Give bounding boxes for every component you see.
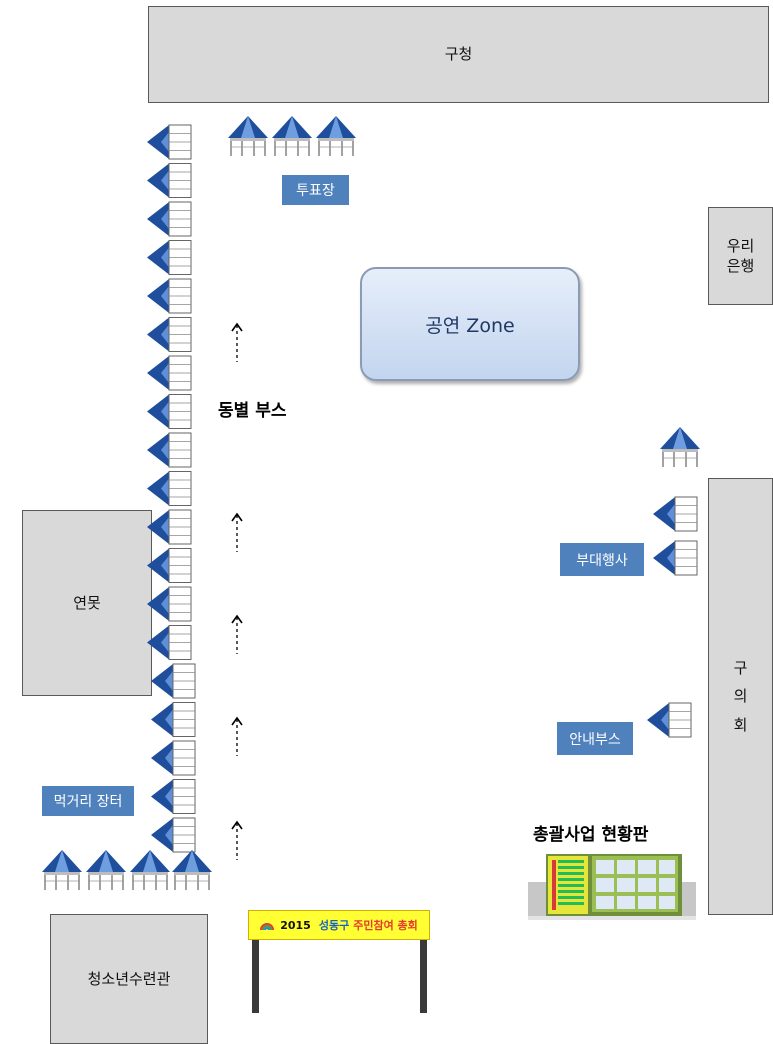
booth-tent-icon [147,586,192,622]
booth-tent-icon [647,702,692,738]
booth-tent-icon [653,540,698,576]
booth-tent-icon [147,240,192,275]
status-board-icon [528,854,696,920]
canopy-tent-icon [272,116,312,156]
booth-tent-icon [151,663,196,699]
canopy-tent-icon [42,850,82,890]
building-pond-label: 연못 [73,593,101,612]
walkway-arrow-icon [231,614,243,654]
building-youth-center-label: 청소년수련관 [87,969,171,988]
dong-booths-label: 동별 부스 [218,401,287,421]
walkway-arrow-icon [231,716,243,756]
building-district-office: 구청 [148,6,769,103]
side-events-tag: 부대행사 [560,543,644,576]
voting-tag: 투표장 [282,175,349,205]
booth-tent-icon [147,201,192,237]
booth-tent-icon [147,317,192,352]
booth-tent-icon [147,471,192,506]
banner-post-right [420,940,427,1013]
info-booth-tag: 안내부스 [557,722,633,755]
booth-tent-icon [151,702,196,737]
walkway-arrow-icon [231,322,243,362]
booth-tent-icon [147,394,192,429]
building-district-office-label: 구청 [444,45,473,64]
food-market-tag-label: 먹거리 장터 [53,794,123,810]
booth-tent-icon [147,625,192,660]
walkway-arrow-icon [231,512,243,552]
canopy-tent-icon [86,850,126,890]
building-woori-bank: 우리 은행 [708,207,773,305]
performance-zone: 공연 Zone [360,267,580,381]
performance-zone-label: 공연 Zone [425,314,515,337]
side-events-tag-label: 부대행사 [576,552,628,569]
booth-tent-icon [147,124,192,160]
building-youth-center: 청소년수련관 [50,914,208,1044]
info-booth-tag-label: 안내부스 [569,731,621,748]
booth-tent-icon [151,779,196,814]
booth-tent-icon [147,355,192,391]
booth-tent-icon [151,817,196,853]
booth-tent-icon [147,278,192,314]
banner-post-left [252,940,259,1013]
entrance-banner: 2015 성동구 주민참여 총회 [248,910,430,940]
canopy-tent-icon [130,850,170,890]
canopy-tent-icon [228,116,268,156]
booth-tent-icon [147,163,192,198]
building-pond: 연못 [22,510,152,696]
canopy-tent-icon [660,427,700,467]
booth-tent-icon [147,509,192,545]
banner-event: 주민참여 총회 [353,919,418,932]
banner-district: 성동구 [318,919,350,932]
building-council-label: 구 의 회 [733,658,748,734]
booth-tent-icon [653,496,698,532]
voting-tag-label: 투표장 [296,183,335,199]
food-market-tag: 먹거리 장터 [42,786,134,816]
booth-tent-icon [147,548,192,583]
rainbow-logo-icon [260,923,275,931]
walkway-arrow-icon [231,820,243,860]
booth-tent-icon [151,740,196,776]
building-woori-bank-label: 우리 은행 [726,236,755,275]
status-board-label: 총괄사업 현황판 [533,825,649,845]
banner-year: 2015 [280,918,311,932]
canopy-tent-icon [316,116,356,156]
booth-tent-icon [147,432,192,468]
canopy-tent-icon [172,850,212,890]
